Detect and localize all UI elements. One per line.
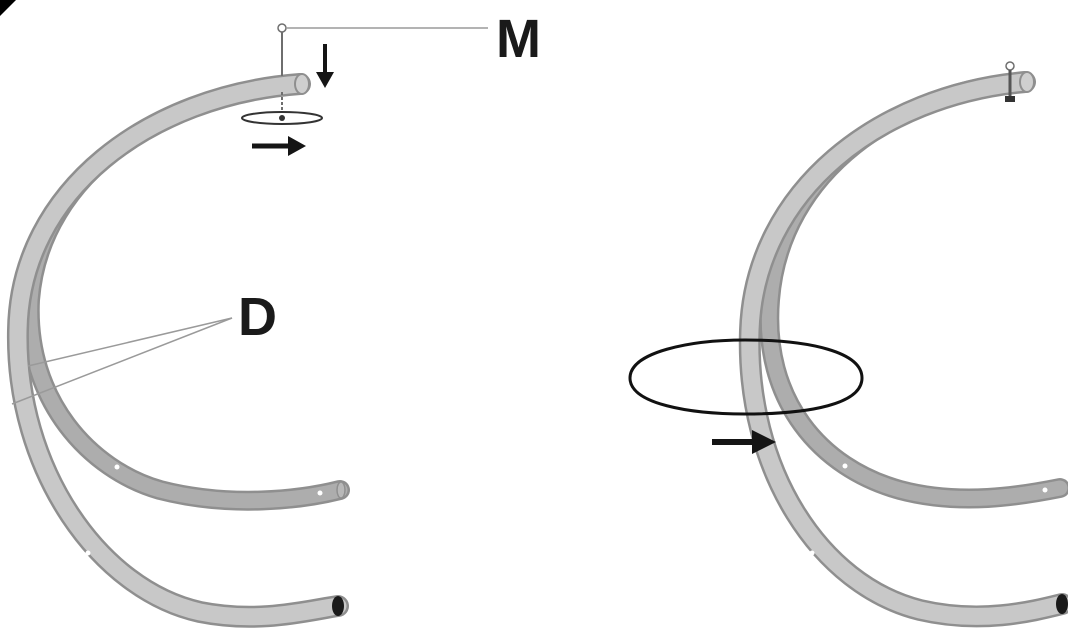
right-frame <box>628 61 1068 628</box>
ring-outline <box>628 338 864 416</box>
arrow-right-icon <box>712 430 776 454</box>
left-inner-tube-end <box>336 481 346 499</box>
washer-hole <box>279 115 285 121</box>
right-inner-tube <box>759 72 1068 509</box>
arrow-down-icon <box>316 44 334 88</box>
rivet-hole <box>809 550 815 556</box>
left-tube-top-cap <box>294 73 310 95</box>
rivet-hole <box>842 463 848 469</box>
leader-lines-d <box>11 317 233 405</box>
corner-mark <box>0 0 16 16</box>
pin-m <box>277 23 287 112</box>
left-tube-open-end <box>332 596 344 616</box>
label-part-m: M <box>496 9 541 69</box>
rivet-hole <box>114 464 120 470</box>
label-part-d: D <box>238 287 277 347</box>
right-outer-tube <box>738 71 1068 628</box>
rivet-hole <box>85 550 91 556</box>
installed-pin <box>1005 61 1015 102</box>
left-outer-tube <box>6 73 349 628</box>
right-tube-open-end <box>1056 594 1068 614</box>
rivet-hole <box>1042 487 1048 493</box>
right-tube-top-cap <box>1019 71 1035 93</box>
rivet-hole <box>317 490 323 496</box>
left-frame <box>6 23 488 628</box>
arrow-right-icon <box>252 136 306 156</box>
washer-ring <box>241 111 323 125</box>
